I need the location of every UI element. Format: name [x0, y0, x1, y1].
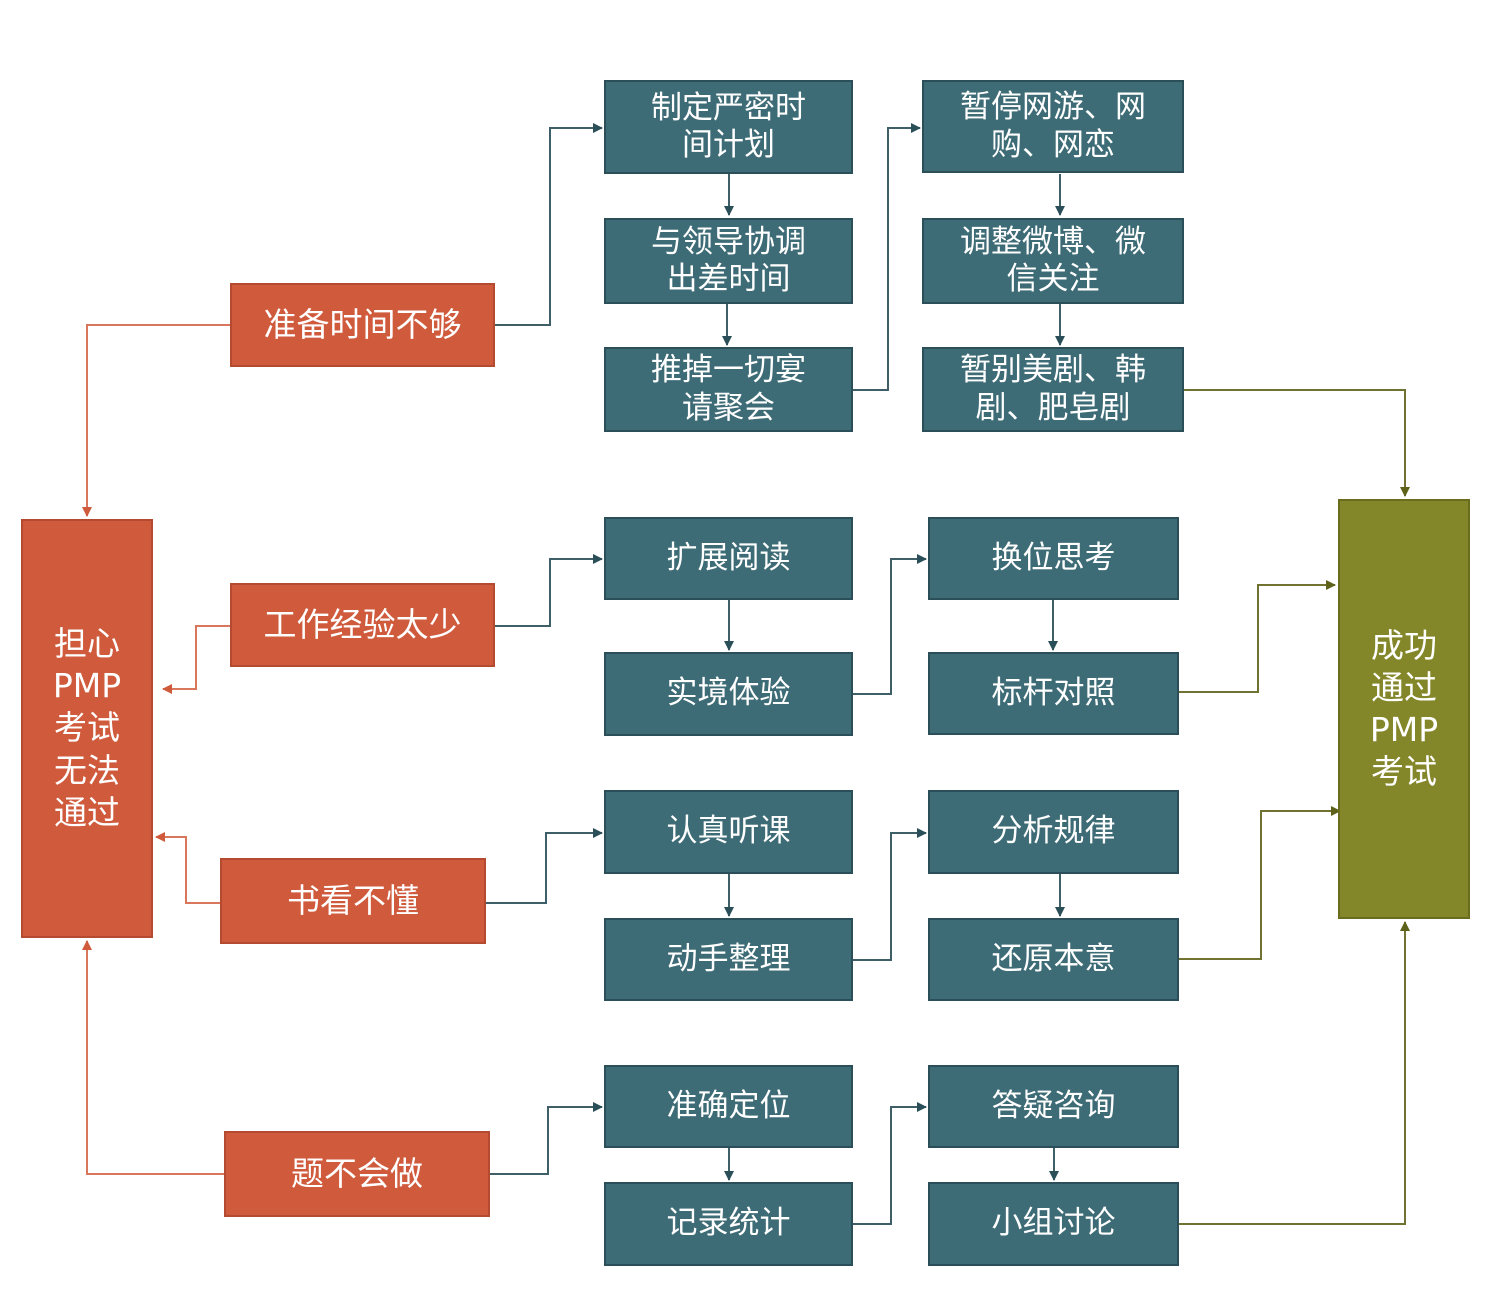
goal-line: 通过 [1371, 667, 1437, 707]
action-line: 请聚会 [682, 389, 775, 426]
action-box-pause-online: 暂停网游、网 购、网恋 [922, 80, 1184, 173]
cause-label: 书看不懂 [287, 881, 419, 921]
action-line: 记录统计 [666, 1205, 791, 1242]
cause-box-questions: 题不会做 [224, 1131, 490, 1217]
action-line: 暂停网游、网 [960, 89, 1146, 126]
connector-record-to-consult [853, 1102, 927, 1225]
center-problem-box: 担心 PMP 考试 无法 通过 [21, 519, 153, 938]
action-box-benchmark: 标杆对照 [928, 652, 1179, 735]
action-line: 购、网恋 [991, 126, 1115, 163]
action-line: 认真听课 [666, 813, 791, 850]
cause-box-reading: 书看不懂 [220, 858, 486, 944]
connector-questions-to-problem [82, 940, 224, 1175]
cause-label: 准备时间不够 [263, 305, 462, 345]
goal-line: PMP [1369, 710, 1439, 749]
connector-reading-to-problem [155, 832, 220, 904]
action-line: 剧、肥皂剧 [975, 389, 1131, 426]
action-line: 准确定位 [666, 1087, 791, 1124]
center-problem-line: 考试 [54, 708, 120, 748]
action-box-coordinate-travel: 与领导协调 出差时间 [604, 218, 853, 304]
action-line: 动手整理 [666, 940, 791, 977]
connector-drama-to-goal [1184, 389, 1410, 497]
cause-label: 题不会做 [291, 1154, 423, 1194]
connector-benchmark-to-goal [1179, 580, 1336, 693]
center-problem-line: 担心 [54, 623, 120, 663]
goal-line: 考试 [1371, 752, 1437, 792]
connector-immersion-to-perspective [853, 554, 927, 695]
connector-decline-to-pause [853, 123, 921, 391]
goal-box: 成功 通过 PMP 考试 [1338, 499, 1470, 919]
cause-label: 工作经验太少 [263, 605, 462, 645]
action-box-stop-dramas: 暂别美剧、韩 剧、肥皂剧 [922, 347, 1184, 432]
action-box-extended-reading: 扩展阅读 [604, 517, 853, 600]
center-problem-line: 无法 [54, 750, 120, 790]
connector-questions-to-locate [490, 1102, 603, 1175]
action-line: 信关注 [1006, 261, 1100, 297]
action-box-perspective: 换位思考 [928, 517, 1179, 600]
action-line: 分析规律 [991, 813, 1116, 850]
action-line: 间计划 [682, 127, 775, 163]
connector-experience-to-problem [162, 625, 230, 694]
action-box-decline-parties: 推掉一切宴 请聚会 [604, 347, 853, 432]
cause-box-experience: 工作经验太少 [230, 583, 495, 667]
action-line: 调整微博、微 [960, 223, 1146, 260]
action-line: 答疑咨询 [991, 1087, 1116, 1124]
connector-experience-to-reading [495, 554, 603, 627]
action-box-discuss: 小组讨论 [928, 1182, 1179, 1266]
connector-book-to-listen [486, 828, 603, 904]
action-box-immersion: 实境体验 [604, 652, 853, 736]
action-line: 标杆对照 [991, 674, 1116, 711]
goal-line: 成功 [1371, 625, 1437, 665]
action-box-locate: 准确定位 [604, 1065, 853, 1148]
connector-time-to-problem [82, 324, 230, 517]
action-line: 小组讨论 [991, 1205, 1116, 1242]
center-problem-line: PMP [52, 666, 122, 706]
action-box-adjust-social: 调整微博、微 信关注 [922, 218, 1184, 304]
connector-restore-to-goal [1179, 806, 1341, 960]
action-line: 实境体验 [666, 675, 791, 712]
cause-box-time: 准备时间不够 [230, 283, 495, 367]
action-box-record: 记录统计 [604, 1182, 853, 1266]
action-line: 推掉一切宴 [651, 352, 806, 389]
connector-discuss-to-goal [1179, 921, 1410, 1225]
action-line: 与领导协调 [651, 223, 806, 260]
action-box-strict-plan: 制定严密时 间计划 [604, 80, 853, 174]
action-line: 扩展阅读 [666, 539, 791, 576]
action-box-analyze: 分析规律 [928, 790, 1179, 874]
action-line: 还原本意 [991, 940, 1116, 977]
action-box-restore: 还原本意 [928, 918, 1179, 1001]
action-box-listen: 认真听课 [604, 790, 853, 874]
center-problem-line: 通过 [54, 792, 120, 832]
action-line: 暂别美剧、韩 [960, 352, 1146, 389]
action-line: 换位思考 [991, 539, 1116, 576]
action-box-consult: 答疑咨询 [928, 1065, 1179, 1148]
connector-time-to-plan [495, 123, 603, 326]
action-line: 出差时间 [666, 261, 791, 297]
action-line: 制定严密时 [651, 89, 806, 126]
connector-organize-to-analyze [853, 828, 927, 961]
action-box-organize: 动手整理 [604, 918, 853, 1001]
